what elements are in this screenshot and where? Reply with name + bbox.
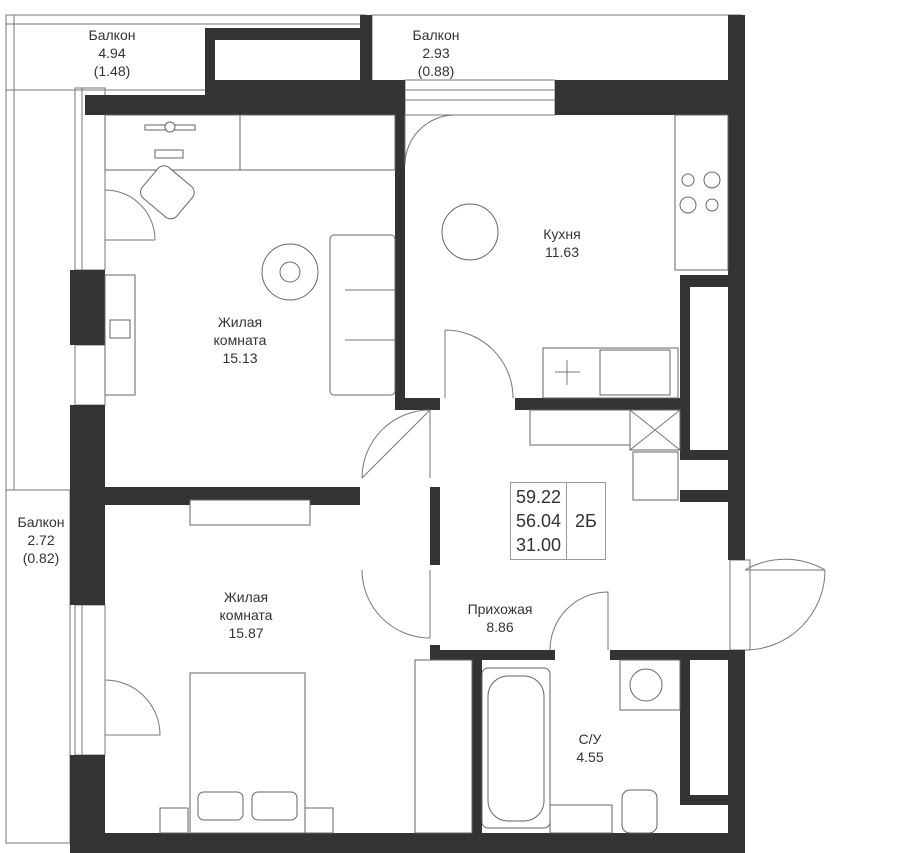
room-name: С/У (578, 731, 602, 747)
room-name: Кухня (543, 226, 581, 242)
room-area: 4.55 (576, 749, 604, 765)
walls (70, 15, 745, 853)
balcony-1-label: Балкон 4.94 (1.48) (89, 26, 136, 80)
room-coef-area: (1.48) (93, 63, 131, 79)
living-area: 31.00 (516, 535, 562, 555)
furniture (104, 114, 729, 834)
total-area: 59.22 (516, 487, 562, 507)
balcony-2-label: Балкон 2.93 (0.88) (413, 26, 460, 80)
room-name: Прихожая (467, 601, 533, 617)
apartment-type: 2Б (575, 510, 597, 531)
apartment-summary: 59.22 56.04 31.00 2Б (510, 482, 606, 560)
balcony-3-label: Балкон 2.72 (0.82) (18, 513, 65, 567)
room-name: Балкон (88, 27, 136, 43)
room-area: 2.72 (27, 532, 55, 548)
doors (104, 114, 826, 736)
room-area: 2.93 (422, 45, 450, 61)
hallway-label: Прихожая 8.86 (468, 600, 533, 636)
room-area: 8.86 (486, 619, 514, 635)
desk-monitor-icon (144, 121, 196, 159)
room-area: 15.13 (222, 350, 258, 366)
kitchen-label: Кухня 11.63 (543, 225, 580, 261)
bathroom-label: С/У 4.55 (576, 730, 603, 766)
room-area: 15.87 (228, 625, 264, 641)
room-coef-area: (0.82) (22, 550, 60, 566)
room-name: Балкон (412, 27, 460, 43)
living-room-1-label: Жилая комната 15.13 (214, 313, 267, 367)
living-room-2-label: Жилая комната 15.87 (220, 588, 273, 642)
room-name: Балкон (17, 514, 65, 530)
area-without-balcony: 56.04 (516, 511, 562, 531)
room-area: 11.63 (545, 244, 579, 260)
room-name: Жилая (217, 314, 263, 330)
room-name: комната (213, 332, 267, 348)
room-name: комната (219, 607, 273, 623)
room-coef-area: (0.88) (417, 63, 455, 79)
room-area: 4.94 (98, 45, 126, 61)
room-name: Жилая (223, 589, 269, 605)
